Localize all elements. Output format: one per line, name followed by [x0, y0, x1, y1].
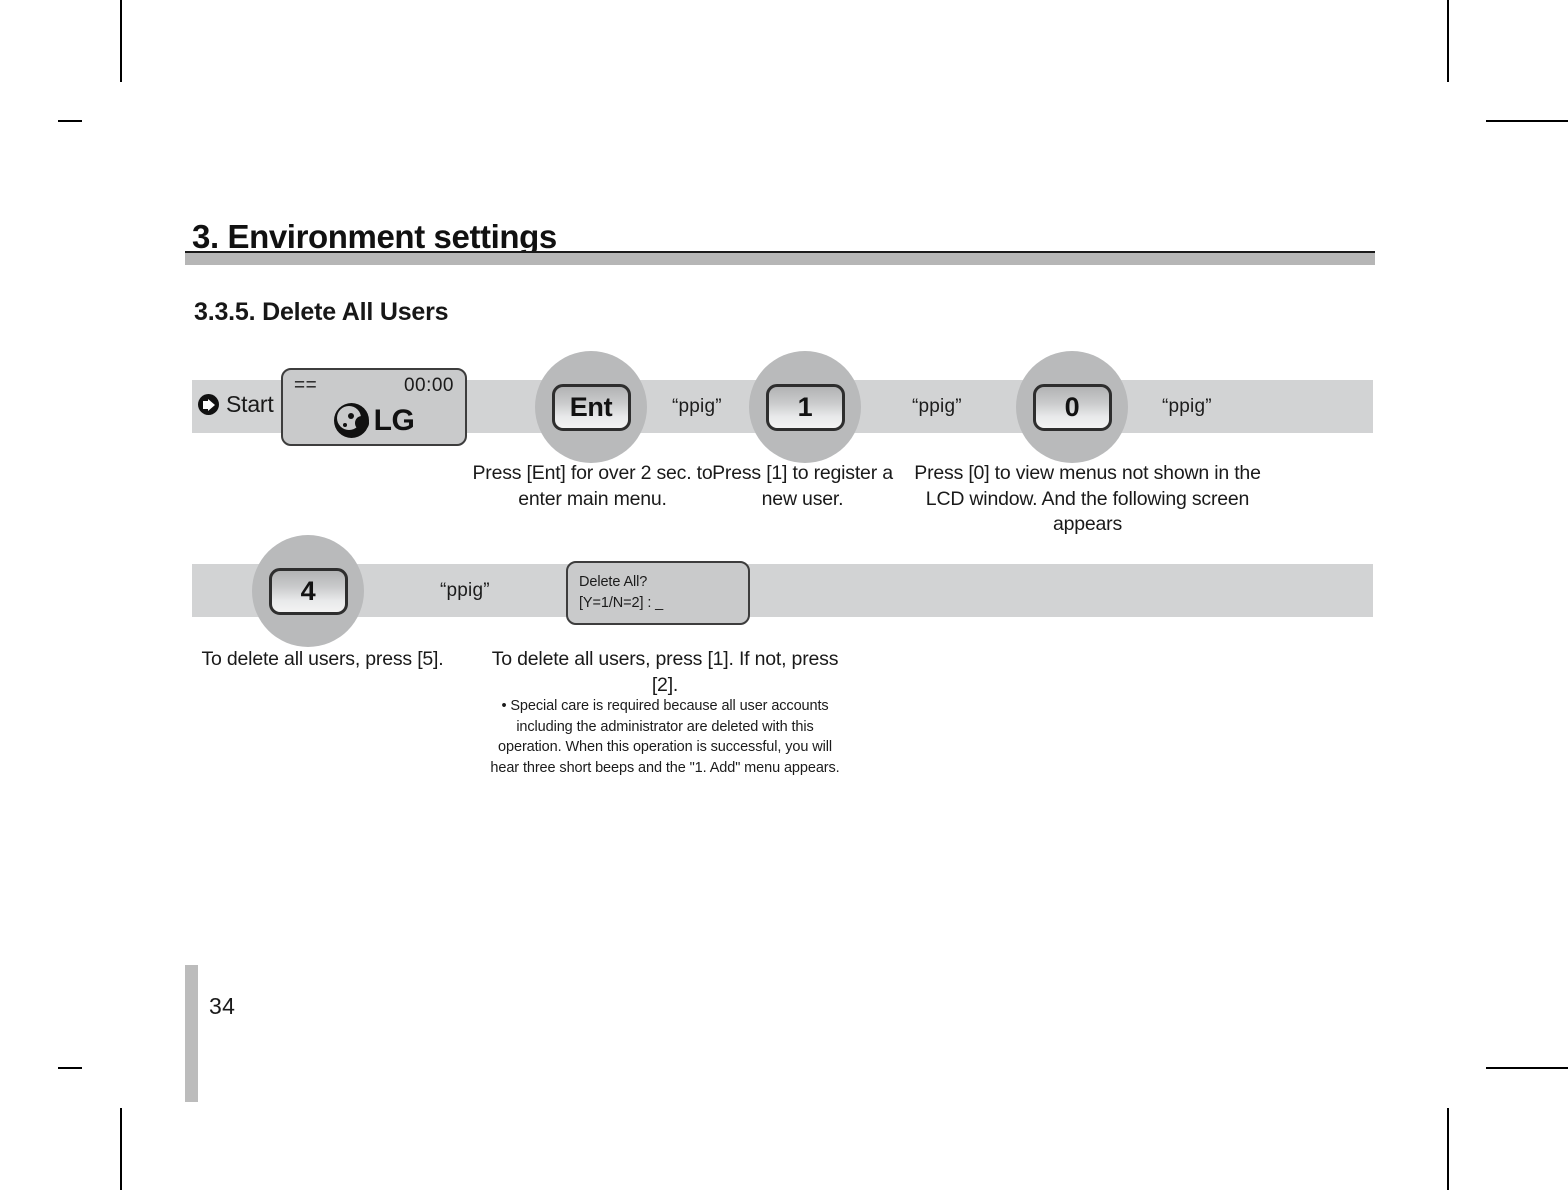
page-side-bar [185, 965, 198, 1102]
crop-mark-bottom-left-horizontal [58, 1067, 82, 1069]
caption-dialog: To delete all users, press [1]. If not, … [491, 648, 839, 696]
key-node-1[interactable]: 1 [749, 351, 861, 463]
beep-label-1: “ppig” [672, 396, 722, 417]
arrow-right-circle-icon [198, 394, 219, 415]
page-number: 34 [209, 993, 236, 1019]
flow-band-row-2 [192, 564, 1373, 617]
crop-mark-top-left-horizontal [58, 120, 82, 122]
chapter-rule-thin [185, 251, 1375, 253]
key-node-4[interactable]: 4 [252, 535, 364, 647]
beep-label-2: “ppig” [912, 396, 962, 417]
caption-fine-print: • Special care is required because all u… [490, 698, 840, 776]
crop-mark-bottom-right-vertical [1447, 1108, 1449, 1190]
caption-key-1: Press [1] to register a new user. [712, 462, 893, 510]
keycap-ent[interactable]: Ent [551, 383, 631, 431]
crop-mark-top-right-vertical [1447, 0, 1449, 82]
chapter-rule-thick [185, 253, 1375, 265]
chapter-title: 3. Environment settings [192, 218, 557, 255]
lcd-logo-row: LG [283, 403, 465, 438]
crop-mark-bottom-right-horizontal [1486, 1067, 1568, 1069]
crop-mark-top-right-horizontal [1486, 120, 1568, 122]
section-title: 3.3.5. Delete All Users [194, 298, 449, 326]
flow-start-label: Start [226, 391, 274, 417]
keycap-1[interactable]: 1 [765, 383, 845, 431]
lg-logo-icon [333, 403, 369, 438]
lcd-display-delete-all-prompt: Delete All? [Y=1/N=2] : _ [566, 561, 750, 625]
caption-key-4: To delete all users, press [5]. [201, 648, 444, 670]
lg-wordmark: LG [373, 403, 415, 437]
caption-key-0: Press [0] to view menus not shown in the… [914, 462, 1261, 536]
flow-start-marker: Start [198, 391, 274, 418]
lcd-display-idle: == 00:00 LG [281, 368, 467, 446]
key-node-ent[interactable]: Ent [535, 351, 647, 463]
caption-ent: Press [Ent] for over 2 sec. to enter mai… [472, 462, 713, 510]
beep-label-4: “ppig” [440, 580, 490, 601]
crop-mark-top-left-vertical [120, 0, 122, 82]
keycap-0[interactable]: 0 [1032, 383, 1112, 431]
lcd-status-row: == 00:00 [294, 375, 454, 397]
lcd-dialog-line-2: [Y=1/N=2] : _ [579, 595, 664, 612]
beep-label-3: “ppig” [1162, 396, 1212, 417]
lcd-dialog-line-1: Delete All? [579, 574, 648, 590]
keycap-4[interactable]: 4 [268, 567, 348, 615]
lcd-status-left: == [294, 375, 318, 396]
key-node-0[interactable]: 0 [1016, 351, 1128, 463]
lcd-clock: 00:00 [403, 375, 454, 396]
crop-mark-bottom-left-vertical [120, 1108, 122, 1190]
